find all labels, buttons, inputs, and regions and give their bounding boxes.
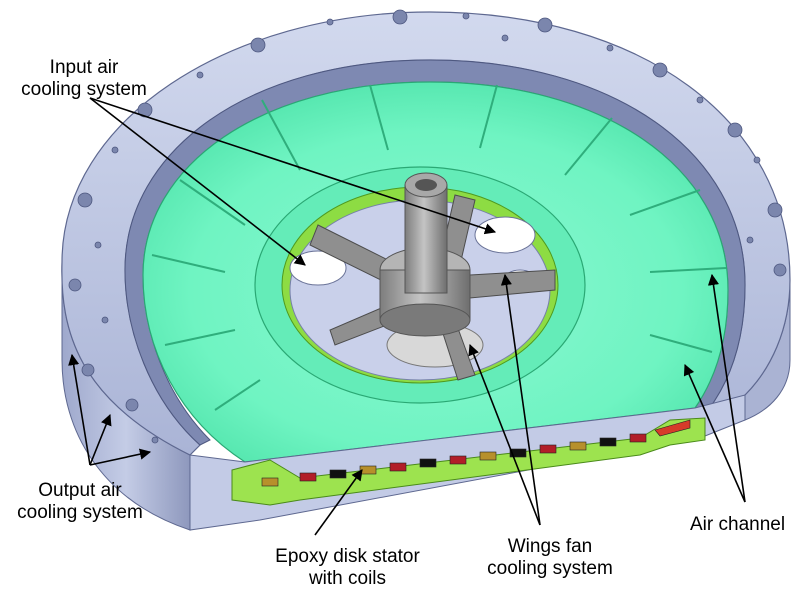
label-output-air-line1: Output air [38, 480, 122, 501]
label-epoxy-stator-line2: with coils [308, 568, 387, 589]
label-epoxy-stator-line1: Epoxy disk stator [275, 546, 420, 567]
shaft-bore [415, 179, 437, 191]
label-input-air-line1: Input air [49, 57, 119, 78]
label-wings-fan-line2: cooling system [487, 558, 613, 579]
hub-bottom [379, 303, 471, 337]
input-air-hole-top [474, 216, 536, 254]
label-input-air-line2: cooling system [21, 79, 147, 100]
label-input-air: Input air cooling system [4, 57, 164, 101]
label-air-channel: Air channel [690, 514, 785, 536]
pointer-lines [68, 97, 746, 536]
label-output-air: Output air cooling system [5, 480, 155, 524]
label-output-air-line2: cooling system [17, 502, 143, 523]
stator-coils [261, 419, 691, 487]
housing-bolt-holes [68, 9, 787, 444]
label-epoxy-stator: Epoxy disk stator with coils [255, 546, 440, 590]
shaft [404, 184, 448, 294]
label-wings-fan: Wings fan cooling system [475, 536, 625, 580]
label-air-channel-line1: Air channel [690, 514, 786, 535]
fan-ribs [151, 84, 727, 411]
label-wings-fan-line1: Wings fan [507, 536, 593, 557]
